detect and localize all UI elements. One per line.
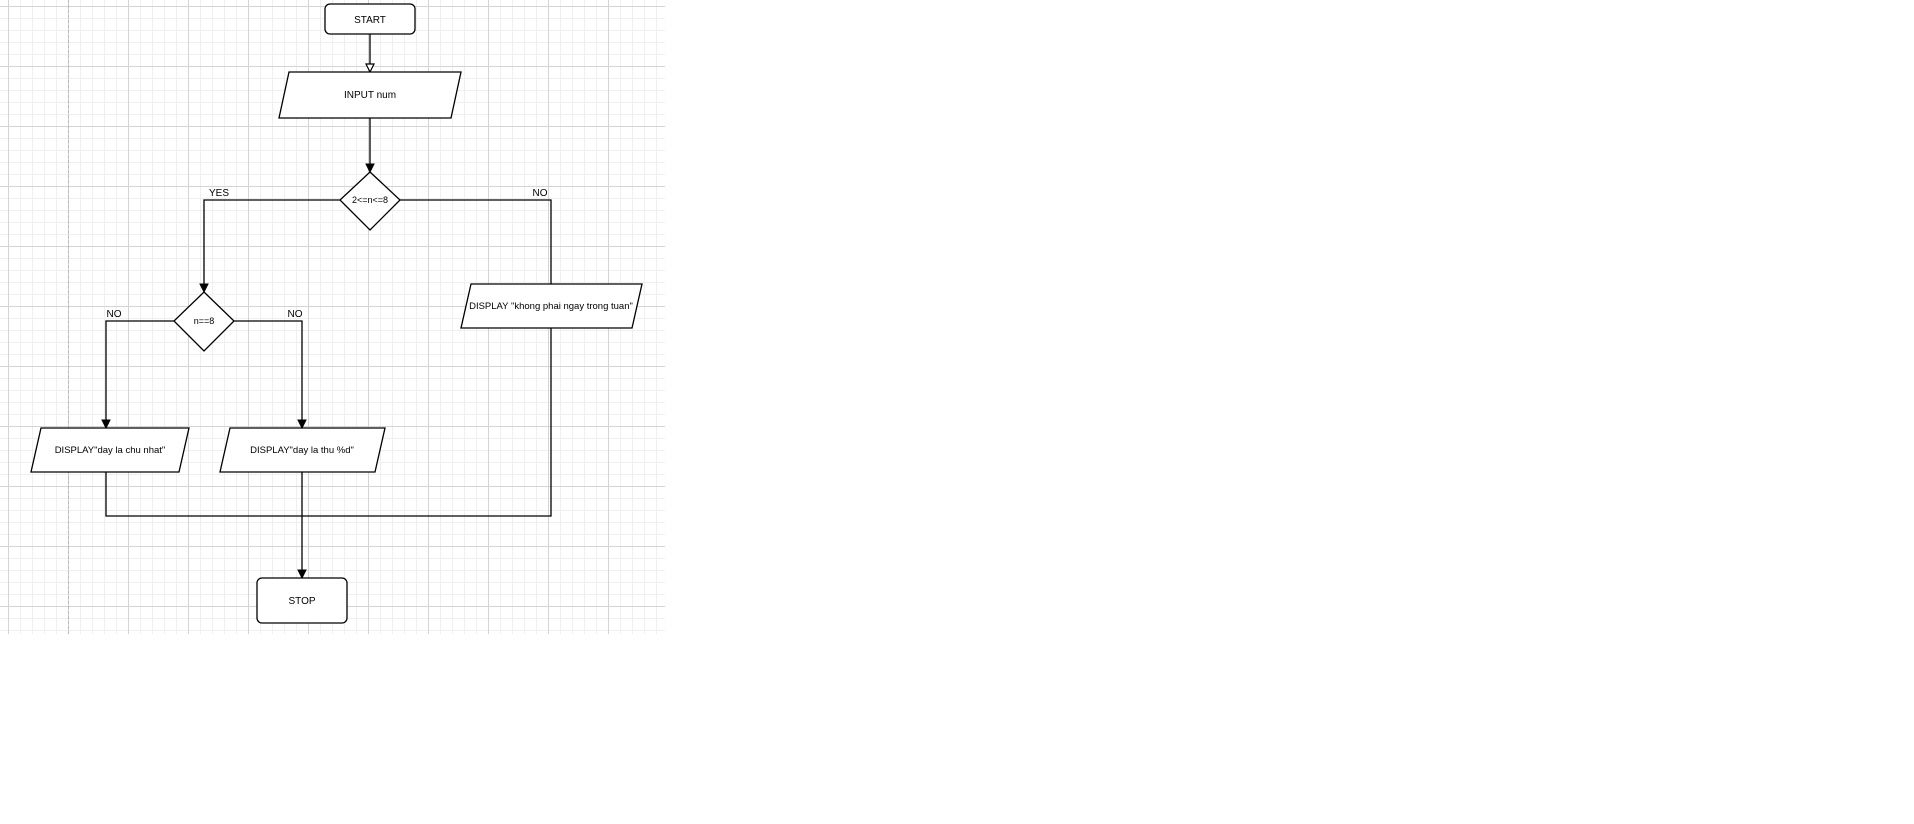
edge-input-to-range-decision[interactable] (365, 118, 375, 174)
display-sunday-label: DISPLAY"day la chu nhat" (55, 445, 166, 456)
edge-label-yes: YES (209, 188, 229, 199)
flowchart: START INPUT num 2<=n<=8 n==8 DISPLAY "kh… (30, 3, 643, 624)
edge-range-no-to-display-invalid[interactable] (400, 199, 552, 284)
page-boundary-line (68, 0, 69, 634)
range-decision-label: 2<=n<=8 (352, 195, 388, 205)
edge-label-range-no: NO (533, 188, 548, 199)
range-decision-diamond[interactable]: 2<=n<=8 (339, 171, 401, 231)
display-weekday-parallelogram[interactable]: DISPLAY"day la thu %d" (219, 427, 386, 473)
start-terminator[interactable]: START (324, 3, 416, 35)
edge-range-yes-to-equal-decision[interactable] (199, 199, 340, 294)
stop-terminator[interactable]: STOP (256, 577, 348, 624)
edge-display-sunday-to-merge[interactable] (105, 472, 302, 517)
edge-label-equal-right-no: NO (288, 309, 303, 320)
input-label: INPUT num (344, 90, 396, 101)
equal-decision-label: n==8 (194, 316, 215, 326)
display-invalid-parallelogram[interactable]: DISPLAY "khong phai ngay trong tuan" (460, 283, 643, 329)
edge-start-to-input[interactable] (365, 34, 375, 74)
edge-equal-left-to-display-sunday[interactable] (101, 320, 174, 430)
edge-display-invalid-to-merge[interactable] (302, 328, 552, 517)
display-invalid-label: DISPLAY "khong phai ngay trong tuan" (469, 301, 633, 312)
input-parallelogram[interactable]: INPUT num (278, 71, 462, 119)
stop-label: STOP (288, 596, 315, 607)
diagram-canvas[interactable]: START INPUT num 2<=n<=8 n==8 DISPLAY "kh… (0, 0, 665, 634)
edge-label-equal-left-no: NO (107, 309, 122, 320)
display-sunday-parallelogram[interactable]: DISPLAY"day la chu nhat" (30, 427, 190, 473)
edge-display-weekday-to-stop[interactable] (297, 472, 307, 580)
equal-decision-diamond[interactable]: n==8 (173, 291, 235, 352)
edge-equal-right-to-display-weekday[interactable] (234, 320, 307, 430)
start-label: START (354, 15, 386, 26)
display-weekday-label: DISPLAY"day la thu %d" (250, 445, 354, 456)
